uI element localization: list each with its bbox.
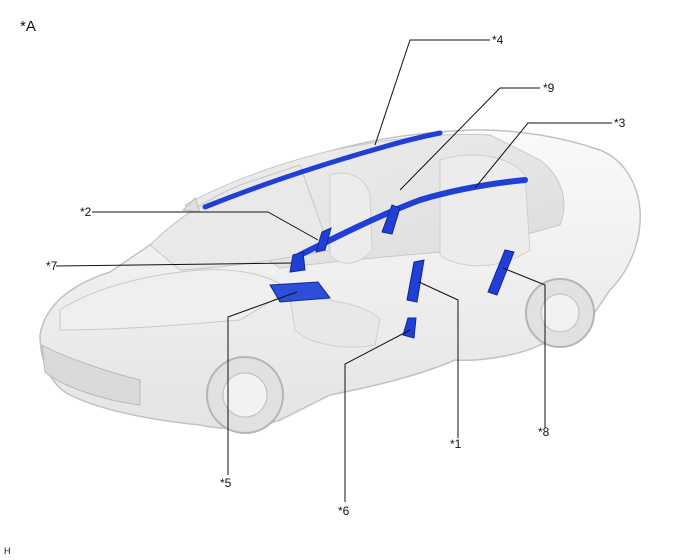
rear-side-airbag: [487, 249, 515, 296]
callout-3: *3: [614, 116, 626, 130]
curtain-airbag-left: [202, 130, 443, 210]
callout-4: *4: [492, 33, 504, 47]
leader-c2: [92, 211, 319, 241]
callout-7: *7: [46, 259, 58, 273]
callout-2: *2: [80, 205, 92, 219]
leader-c9: [399, 87, 540, 191]
front-seat-airbag-passenger: [406, 259, 425, 303]
leader-lines: [55, 39, 612, 502]
leader-c4: [374, 39, 490, 146]
lower-pillar-sensor: [402, 317, 417, 339]
side-mirror: [181, 197, 201, 213]
rear-wheel: [525, 278, 595, 348]
front-seat-driver: [329, 172, 373, 264]
curtain-airbag-right: [297, 177, 528, 258]
leader-c8: [502, 267, 546, 428]
leader-c1: [418, 281, 459, 438]
callout-1: *1: [450, 437, 462, 451]
front-passenger-airbag: [269, 281, 331, 303]
front-wheel: [206, 356, 284, 434]
callout-5: *5: [220, 476, 232, 490]
callout-6: *6: [338, 504, 350, 518]
view-label: *A: [20, 18, 36, 35]
driver-knee-airbag: [289, 251, 306, 273]
front-seat-airbag-driver: [315, 227, 332, 253]
leader-c5: [227, 291, 298, 475]
center-pillar-airbag: [381, 204, 401, 235]
leader-c3: [474, 122, 612, 189]
leader-c7: [55, 262, 293, 267]
front-grille: [41, 344, 141, 406]
callout-8: *8: [538, 425, 550, 439]
callout-9: *9: [543, 81, 555, 95]
rear-seat: [439, 154, 531, 267]
leader-c6: [344, 329, 411, 502]
footer-code: H: [4, 546, 11, 556]
front-seat-passenger: [289, 298, 381, 348]
